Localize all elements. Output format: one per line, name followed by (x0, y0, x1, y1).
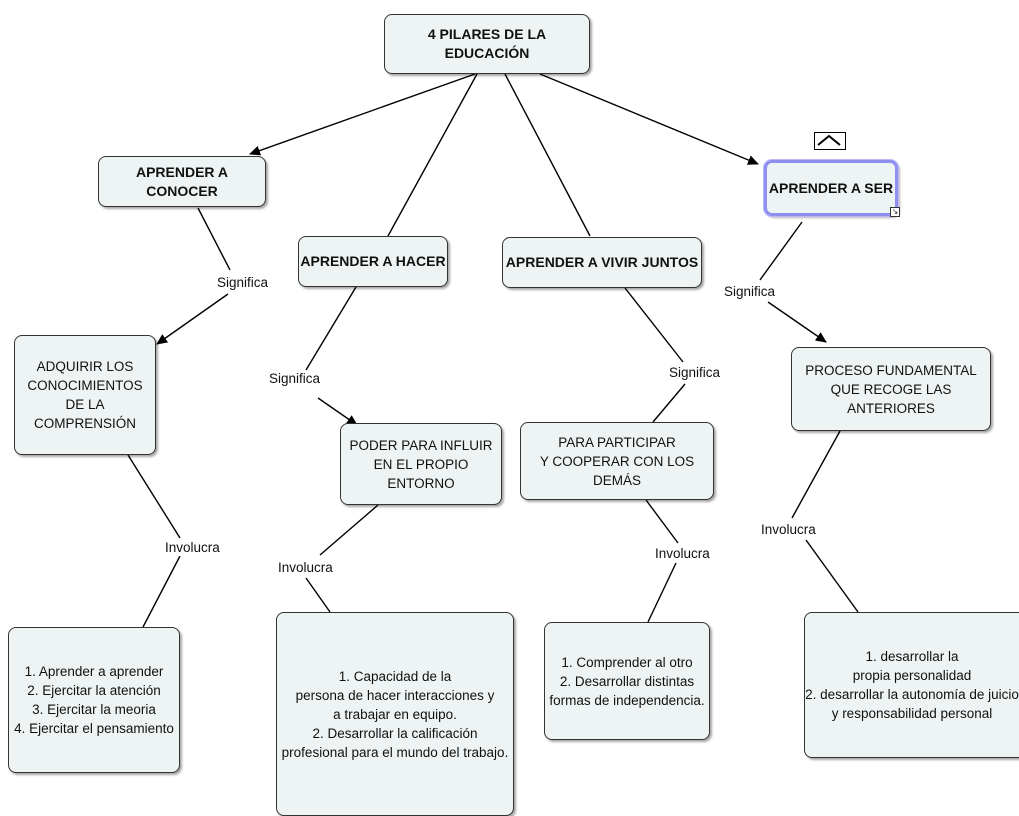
edge-significa-meaning-conocer (156, 293, 229, 345)
link-label-involucra: Involucra (760, 522, 817, 538)
collapse-toggle-icon[interactable] (814, 132, 846, 150)
edge-involucra-details-ser (805, 539, 859, 613)
link-label-significa: Significa (723, 284, 777, 300)
details-conocer[interactable]: 1. Aprender a aprender 2. Ejercitar la a… (8, 627, 180, 773)
edge-significa-meaning-vivir (652, 383, 686, 423)
pillar-label: APRENDER A VIVIR JUNTOS (505, 254, 699, 270)
pillar-aprender-a-hacer[interactable]: APRENDER A HACER (298, 236, 448, 287)
link-label-significa: Significa (268, 371, 322, 387)
pillar-label: APRENDER A CONOCER (135, 163, 229, 199)
edge-root-conocer (249, 73, 476, 156)
edge-root-hacer (387, 73, 478, 237)
edge-involucra-details-vivir (647, 562, 677, 623)
pillar-aprender-a-ser[interactable]: APRENDER A SER (764, 160, 898, 216)
meaning-text: PROCESO FUNDAMENTAL QUE RECOGE LAS ANTER… (805, 362, 977, 416)
link-label-significa: Significa (216, 275, 270, 291)
meaning-ser[interactable]: PROCESO FUNDAMENTAL QUE RECOGE LAS ANTER… (791, 347, 991, 431)
details-ser[interactable]: 1. desarrollar la propia personalidad 2.… (804, 612, 1019, 758)
edge-significa-meaning-ser (767, 301, 827, 343)
pillar-aprender-a-vivir-juntos[interactable]: APRENDER A VIVIR JUNTOS (502, 237, 702, 288)
edge-root-ser (539, 73, 759, 165)
details-vivir[interactable]: 1. Comprender al otro 2. Desarrollar dis… (544, 622, 710, 740)
edge-vivir-significa (624, 287, 684, 363)
details-text: 1. Capacidad de la persona de hacer inte… (281, 668, 509, 760)
meaning-text: PARA PARTICIPAR Y COOPERAR CON LOS DEMÁS (539, 434, 695, 488)
edge-meaning-involucra-hacer (319, 504, 379, 556)
pillar-aprender-a-conocer[interactable]: APRENDER A CONOCER (98, 156, 266, 207)
edge-significa-meaning-hacer (317, 397, 358, 426)
meaning-vivir[interactable]: PARA PARTICIPAR Y COOPERAR CON LOS DEMÁS (520, 422, 714, 500)
link-label-involucra: Involucra (654, 546, 711, 562)
details-text: 1. desarrollar la propia personalidad 2.… (805, 649, 1019, 721)
edge-meaning-involucra-conocer (127, 454, 181, 539)
resize-handle-icon[interactable]: ↘ (890, 207, 900, 217)
link-label-significa: Significa (668, 365, 722, 381)
meaning-text: PODER PARA INFLUIR EN EL PROPIO ENTORNO (349, 437, 493, 491)
pillar-label: APRENDER A SER (768, 179, 894, 196)
meaning-text: ADQUIRIR LOS CONOCIMIENTOS DE LA COMPREN… (27, 359, 143, 431)
edge-meaning-involucra-ser (791, 430, 841, 519)
edge-ser-significa (759, 221, 803, 281)
edge-involucra-details-conocer (142, 555, 181, 628)
details-text: 1. Comprender al otro 2. Desarrollar dis… (549, 654, 705, 708)
edge-root-vivir (504, 73, 591, 237)
meaning-conocer[interactable]: ADQUIRIR LOS CONOCIMIENTOS DE LA COMPREN… (14, 335, 156, 455)
link-label-involucra: Involucra (164, 540, 221, 556)
link-label-involucra: Involucra (277, 560, 334, 576)
root-label: 4 PILARES DE LA EDUCACIÓN (427, 26, 547, 61)
root-node[interactable]: 4 PILARES DE LA EDUCACIÓN (384, 14, 590, 74)
pillar-label: APRENDER A HACER (300, 253, 446, 269)
details-hacer[interactable]: 1. Capacidad de la persona de hacer inte… (276, 612, 514, 816)
meaning-hacer[interactable]: PODER PARA INFLUIR EN EL PROPIO ENTORNO (340, 423, 502, 505)
details-text: 1. Aprender a aprender 2. Ejercitar la a… (14, 664, 174, 736)
edge-meaning-involucra-vivir (645, 499, 679, 544)
edge-conocer-significa (197, 207, 231, 271)
edge-hacer-significa (305, 286, 357, 371)
edge-involucra-details-hacer (305, 577, 331, 613)
